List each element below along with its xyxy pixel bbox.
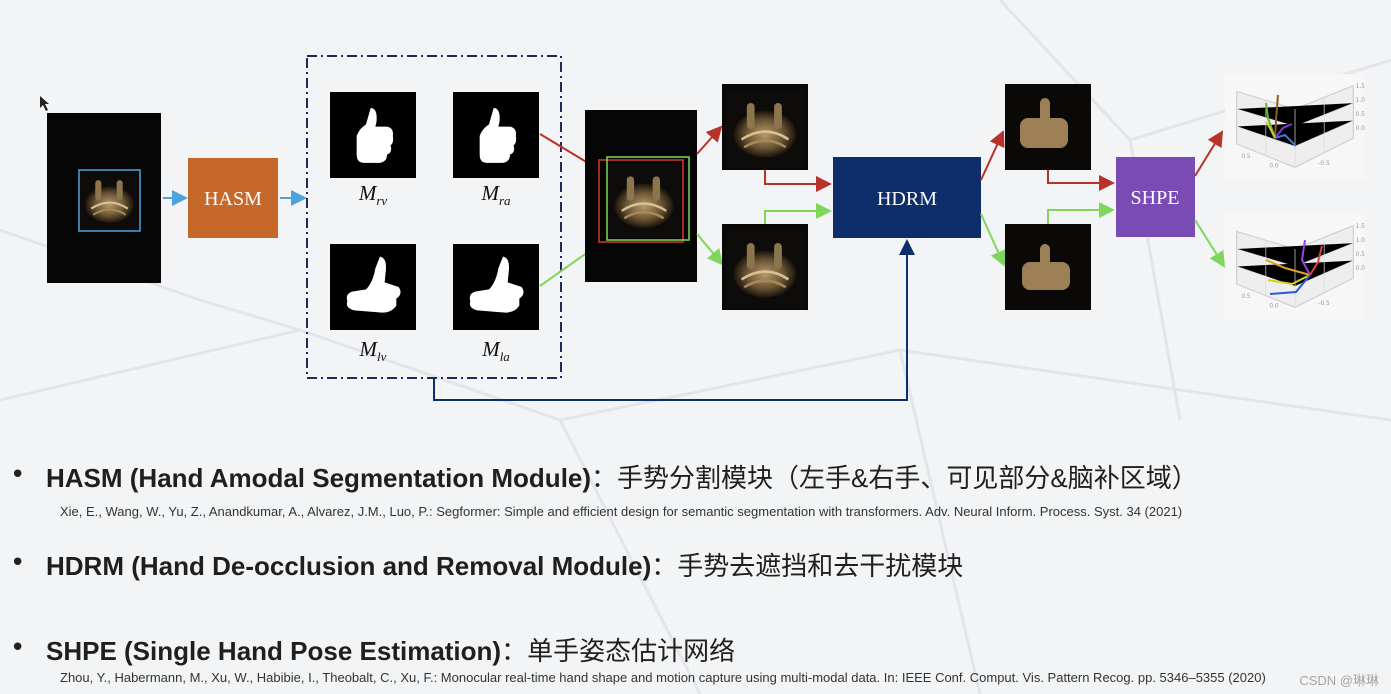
mask-ra — [453, 92, 539, 178]
arrow-shpe-to-right-pose — [1194, 130, 1224, 177]
mask-ra-label: Mra — [480, 181, 511, 208]
mask-rv — [330, 92, 416, 178]
bullet-dot: • — [10, 633, 26, 663]
left-hand-pose-plot — [1225, 213, 1365, 320]
mask-lv — [330, 244, 416, 330]
bullet-dot: • — [10, 548, 26, 578]
hand-crop-box — [78, 169, 141, 232]
arrow-right-crop-to-hdrm — [764, 170, 832, 192]
arrow-overlay-to-right-crop — [696, 125, 723, 155]
arrow-left-crop-to-hdrm — [764, 203, 832, 224]
left-hand-crop — [722, 224, 808, 310]
left-hand-restored — [1005, 224, 1091, 310]
shpe-reference: Zhou, Y., Habermann, M., Xu, W., Habibie… — [60, 670, 1266, 685]
hasm-label: HASM — [204, 188, 262, 210]
shpe-module: SHPE — [1116, 157, 1195, 237]
shpe-label: SHPE — [1131, 187, 1180, 209]
arrow-shpe-to-left-pose — [1194, 219, 1226, 268]
mask-la — [453, 244, 539, 330]
shpe-desc: ：单手姿态估计网络 — [501, 636, 736, 666]
right-hand-restored — [1005, 84, 1091, 170]
hasm-reference: Xie, E., Wang, W., Yu, Z., Anandkumar, A… — [60, 504, 1183, 519]
arrow-overlay-to-left-crop — [696, 233, 724, 266]
mask-lv-label: Mlv — [359, 337, 387, 364]
mask-rv-label: Mrv — [358, 181, 388, 208]
hdrm-description: HDRM (Hand De-occlusion and Removal Modu… — [46, 546, 963, 583]
hdrm-module: HDRM — [833, 157, 981, 238]
arrow-left-restored-to-shpe — [1047, 202, 1115, 224]
arrow-hdrm-to-left-restored — [980, 213, 1006, 267]
overlay-image — [585, 110, 697, 282]
input-image — [47, 113, 161, 283]
mask-la-label: Mla — [481, 337, 510, 364]
right-hand-box — [598, 159, 684, 243]
arrow-hdrm-to-right-restored — [980, 130, 1005, 181]
hdrm-desc: ：手势去遮挡和去干扰模块 — [651, 551, 964, 581]
watermark: CSDN @琳琳 — [1299, 673, 1379, 688]
right-hand-pose-plot — [1225, 73, 1365, 180]
bullet-dot: • — [10, 460, 26, 490]
hdrm-label: HDRM — [877, 188, 937, 210]
mouse-cursor-icon — [40, 96, 49, 111]
hdrm-title: HDRM (Hand De-occlusion and Removal Modu… — [46, 551, 652, 581]
hasm-description: HASM (Hand Amodal Segmentation Module)：手… — [46, 458, 1198, 495]
left-hand-box — [606, 156, 690, 241]
right-hand-crop — [722, 84, 808, 170]
hasm-module: HASM — [188, 158, 278, 238]
arrow-right-restored-to-shpe — [1047, 170, 1115, 191]
shpe-description: SHPE (Single Hand Pose Estimation)：单手姿态估… — [46, 631, 735, 668]
shpe-title: SHPE (Single Hand Pose Estimation) — [46, 636, 502, 666]
arrow-masks-to-hdrm — [433, 239, 915, 401]
pipeline-diagram: 1.51.0 0.50.0 0.50.0-0.5 HASM Mrv — [40, 55, 1365, 401]
hasm-desc: ：手势分割模块（左手&右手、可见部分&脑补区域） — [591, 463, 1198, 493]
hasm-title: HASM (Hand Amodal Segmentation Module) — [46, 463, 592, 493]
